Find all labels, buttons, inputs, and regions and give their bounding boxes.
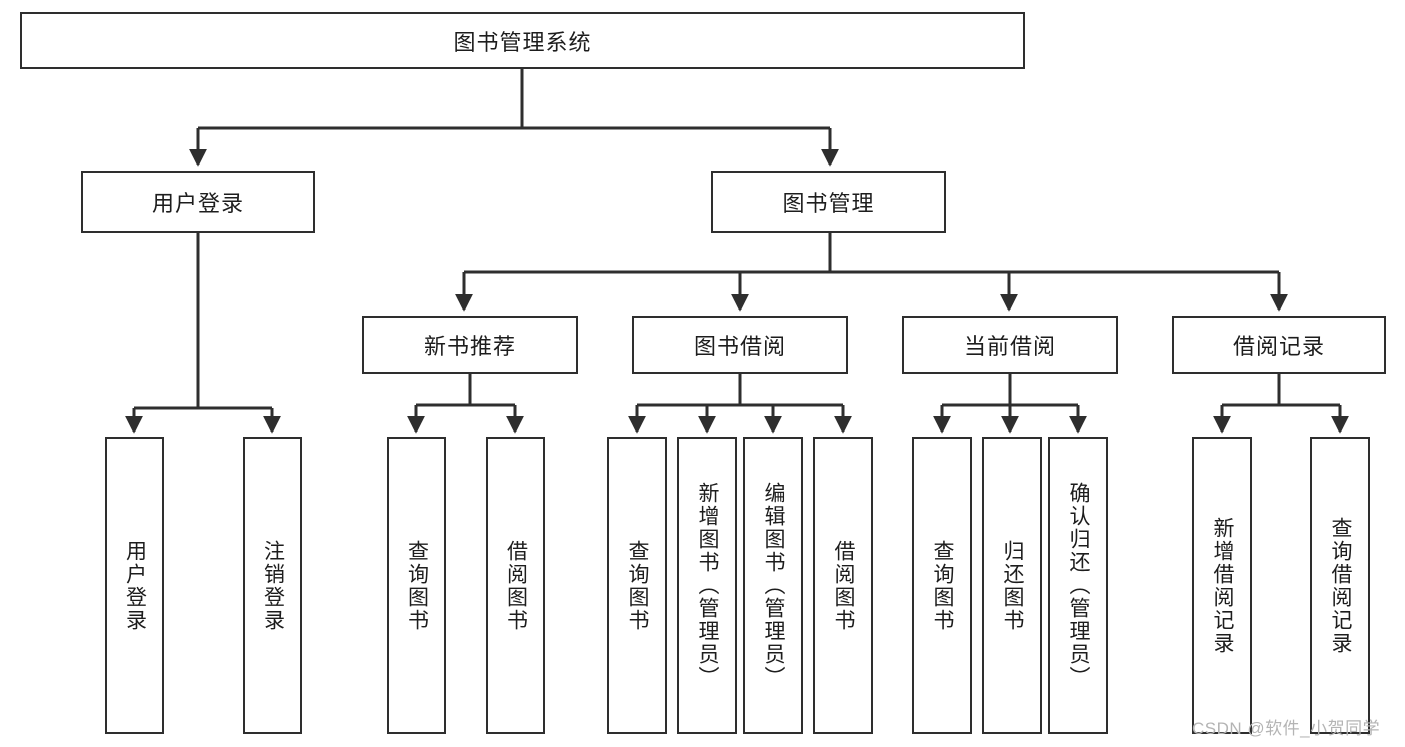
node-book-manage[interactable]: 图书管理: [711, 171, 946, 233]
node-current-borrow-label: 当前借阅: [963, 334, 1056, 359]
node-leaf-query-book-1-label: 查询图书: [405, 539, 429, 632]
node-leaf-add-record[interactable]: 新增借阅记录: [1192, 437, 1252, 734]
node-leaf-edit-book[interactable]: 编辑图书（管理员）: [743, 437, 803, 734]
node-leaf-confirm-return-label: 确认归还（管理员）: [1067, 482, 1091, 689]
node-leaf-query-book-1[interactable]: 查询图书: [387, 437, 446, 734]
node-leaf-query-book-2-label: 查询图书: [626, 539, 650, 632]
node-leaf-query-book-2[interactable]: 查询图书: [607, 437, 667, 734]
node-user-login-label: 用户登录: [151, 191, 244, 216]
node-current-borrow[interactable]: 当前借阅: [902, 316, 1118, 374]
node-leaf-confirm-return[interactable]: 确认归还（管理员）: [1048, 437, 1108, 734]
node-leaf-edit-book-label: 编辑图书（管理员）: [762, 482, 786, 689]
node-root-label: 图书管理系统: [453, 29, 592, 55]
node-leaf-add-book[interactable]: 新增图书（管理员）: [677, 437, 737, 734]
node-leaf-return-book-label: 归还图书: [1001, 539, 1025, 632]
node-leaf-borrow-book-2-label: 借阅图书: [832, 539, 856, 632]
node-root[interactable]: 图书管理系统: [20, 12, 1025, 69]
node-leaf-query-book-3[interactable]: 查询图书: [912, 437, 972, 734]
node-leaf-borrow-book-1[interactable]: 借阅图书: [486, 437, 545, 734]
node-leaf-add-book-label: 新增图书（管理员）: [696, 482, 720, 689]
node-borrow-record[interactable]: 借阅记录: [1172, 316, 1386, 374]
node-leaf-add-record-label: 新增借阅记录: [1211, 516, 1235, 655]
node-borrow-record-label: 借阅记录: [1232, 334, 1325, 359]
node-user-login[interactable]: 用户登录: [81, 171, 315, 233]
node-leaf-query-record-label: 查询借阅记录: [1329, 516, 1353, 655]
node-leaf-borrow-book-2[interactable]: 借阅图书: [813, 437, 873, 734]
node-leaf-user-logout-label: 注销登录: [261, 539, 285, 632]
node-leaf-query-book-3-label: 查询图书: [931, 539, 955, 632]
node-leaf-user-login-label: 用户登录: [123, 539, 147, 632]
node-book-manage-label: 图书管理: [782, 191, 875, 216]
node-leaf-borrow-book-1-label: 借阅图书: [504, 539, 528, 632]
node-new-book-rec-label: 新书推荐: [423, 334, 516, 359]
node-book-borrow[interactable]: 图书借阅: [632, 316, 848, 374]
node-leaf-user-login[interactable]: 用户登录: [105, 437, 164, 734]
node-new-book-rec[interactable]: 新书推荐: [362, 316, 578, 374]
node-leaf-return-book[interactable]: 归还图书: [982, 437, 1042, 734]
node-leaf-user-logout[interactable]: 注销登录: [243, 437, 302, 734]
watermark: CSDN @软件_小贺同学: [1192, 719, 1381, 738]
node-leaf-query-record[interactable]: 查询借阅记录: [1310, 437, 1370, 734]
node-book-borrow-label: 图书借阅: [693, 334, 786, 359]
